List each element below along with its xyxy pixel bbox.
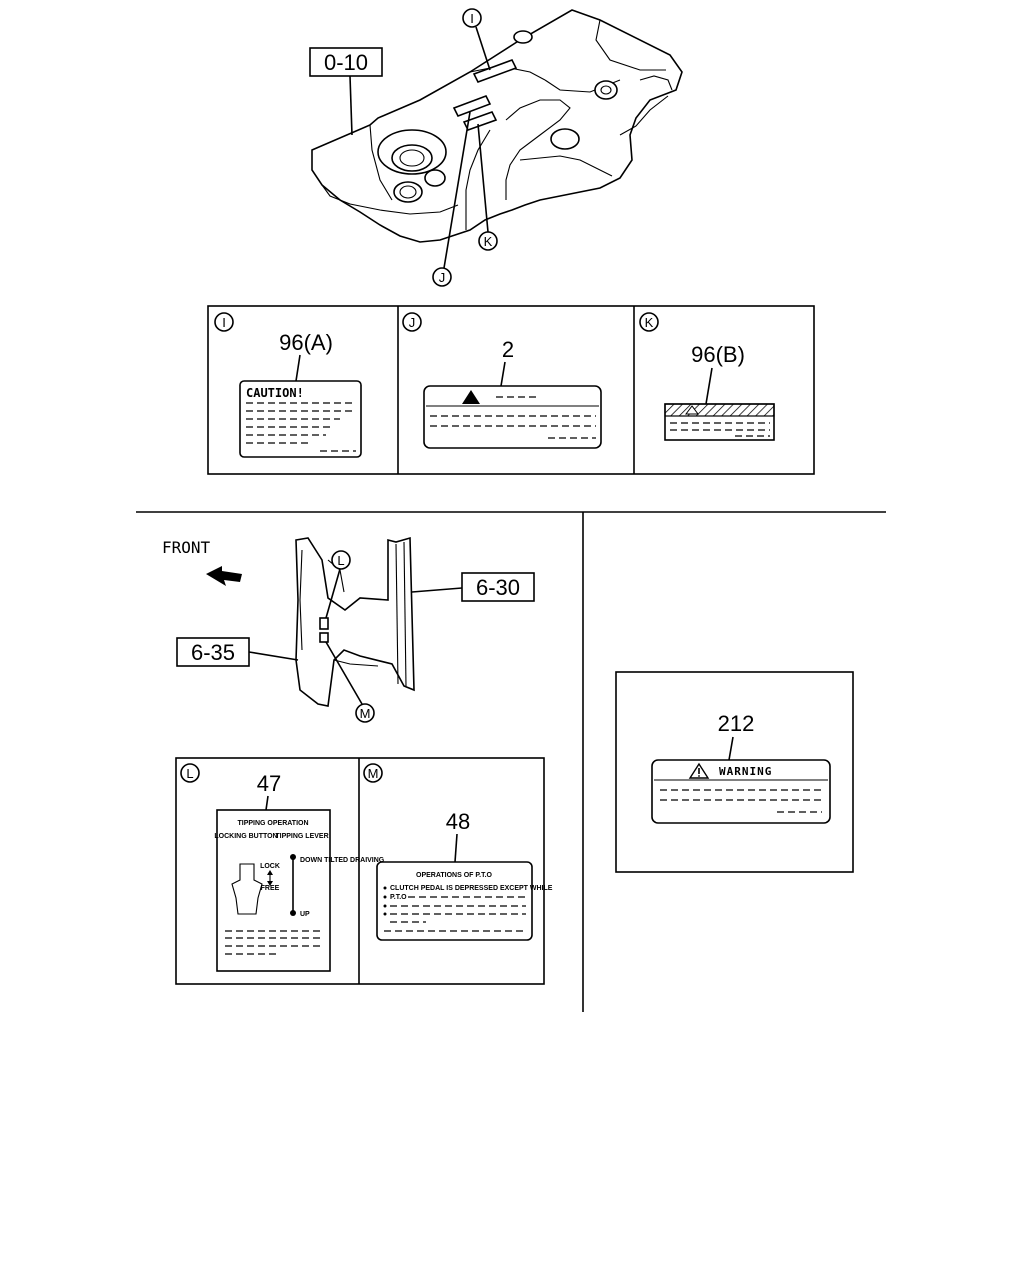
tipping-heading: TIPPING OPERATION: [237, 820, 308, 827]
callout-m[interactable]: M: [355, 703, 375, 723]
lock-label: LOCK: [260, 863, 280, 870]
panel-m-letter: M: [368, 766, 379, 781]
panel-m-part-no: 48: [446, 809, 470, 834]
ref-box-6-30-label: 6-30: [476, 575, 520, 600]
lever-bottom-label: UP: [300, 911, 310, 918]
free-label: FREE: [261, 885, 280, 892]
ref-box-0-10[interactable]: 0-10: [309, 47, 383, 77]
pto-line-1: CLUTCH PEDAL IS DEPRESSED EXCEPT WHILE: [390, 885, 553, 892]
tipping-lever-label: TIPPING LEVER: [275, 833, 328, 840]
front-arrow-icon: [206, 566, 242, 586]
warning-triangle-icon: [462, 390, 480, 404]
panel-k-part-no: 96(B): [691, 342, 745, 367]
locking-button-label: LOCKING BUTTON: [214, 833, 277, 840]
warning-label-plate-j: [423, 385, 602, 449]
caution-heading: CAUTION!: [246, 386, 304, 400]
label-panels-bottom: [175, 757, 545, 985]
callout-j[interactable]: J: [432, 267, 452, 287]
panel-212: 212 WARNING: [615, 671, 854, 873]
panel-i-part-no: 96(A): [279, 330, 333, 355]
panel-k: K 96(B): [639, 312, 775, 441]
locking-button-drawing: [231, 863, 263, 915]
panel-j: J 2: [402, 312, 602, 449]
panel-m: M 48 OPERATIONS OF P.T.O CLUTCH PEDAL IS…: [363, 763, 553, 941]
warning-triangle-icon: [688, 762, 710, 779]
pto-heading: OPERATIONS OF P.T.O: [416, 872, 493, 879]
panel-j-part-no: 2: [502, 337, 514, 362]
panel-l-part-no: 47: [257, 771, 281, 796]
callout-m-letter: M: [360, 706, 371, 721]
lever-top-label: DOWN TILTED DRAIVING: [300, 857, 385, 864]
bottom-left-assembly-drawing: [295, 536, 415, 707]
callout-i[interactable]: I: [462, 8, 482, 28]
top-assembly-drawing: [311, 9, 683, 243]
pto-operation-plate: [376, 861, 533, 941]
caution-label-plate: [239, 380, 362, 458]
panel-j-letter: J: [409, 315, 416, 330]
callout-i-letter: I: [470, 11, 474, 26]
warning-heading: WARNING: [719, 765, 772, 778]
panel-l: L 47 TIPPING OPERATION LOCKING BUTTON TI…: [180, 763, 385, 972]
label-panels-top: [207, 305, 815, 475]
callout-l[interactable]: L: [331, 550, 351, 570]
panel-i: I 96(A) CAUTION!: [214, 312, 362, 458]
tipping-operation-plate: [216, 809, 331, 972]
panel-212-part-no: 212: [718, 711, 755, 736]
panel-l-letter: L: [186, 766, 193, 781]
ref-box-6-30[interactable]: 6-30: [461, 572, 535, 602]
panel-k-letter: K: [645, 315, 654, 330]
ref-box-6-35[interactable]: 6-35: [176, 637, 250, 667]
front-label: FRONT: [162, 538, 211, 557]
ref-box-label: 0-10: [324, 50, 368, 75]
callout-k[interactable]: K: [478, 231, 498, 251]
ref-box-6-35-label: 6-35: [191, 640, 235, 665]
hatch-warning-strip-icon: [664, 403, 775, 417]
panel-i-letter: I: [222, 315, 226, 330]
callout-l-letter: L: [337, 553, 344, 568]
callout-k-letter: K: [484, 234, 493, 249]
pto-line-2: P.T.O: [390, 894, 407, 901]
callout-j-letter: J: [439, 270, 446, 285]
